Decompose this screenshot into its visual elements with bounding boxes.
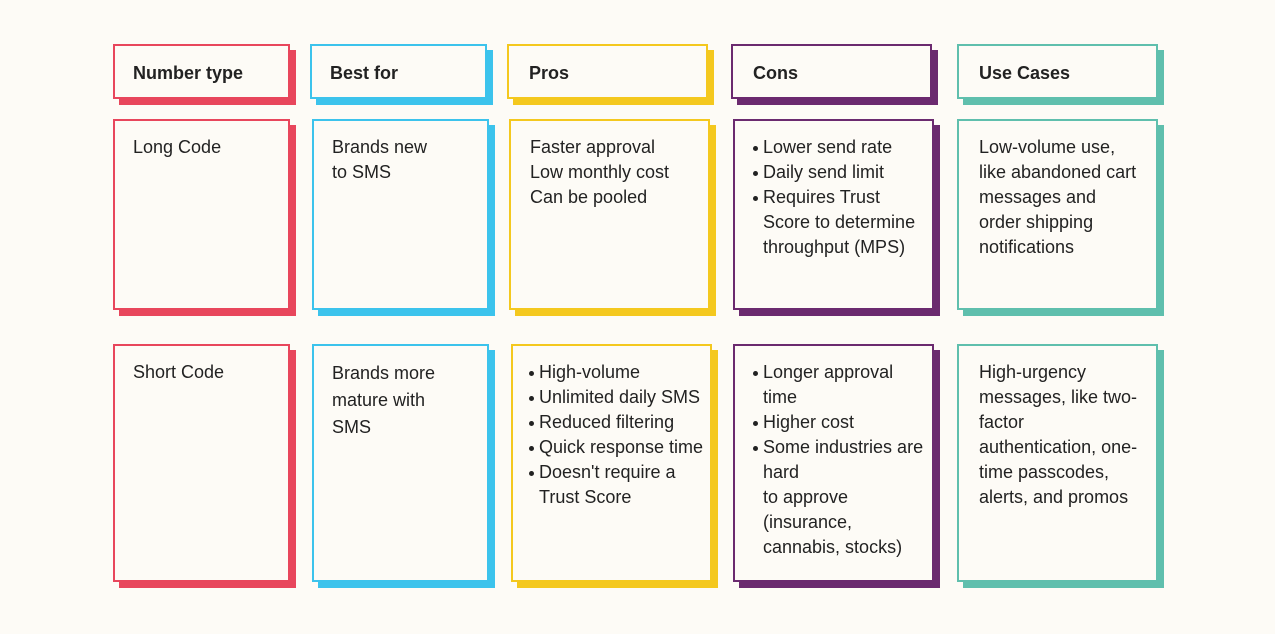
- list-item: Reduced filtering: [529, 410, 704, 435]
- list-item: Requires Trust Score to determine throug…: [753, 185, 926, 260]
- row1-number-type-cell: Long Code: [113, 119, 290, 310]
- list-item: High-volume: [529, 360, 704, 385]
- row1-use-cases: Low-volume use, like abandoned cart mess…: [979, 137, 1137, 257]
- list-item: Longer approval time: [753, 360, 926, 410]
- header-best-for: Best for: [310, 44, 487, 99]
- row1-use-cases-cell: Low-volume use, like abandoned cart mess…: [957, 119, 1158, 310]
- list-item: Higher cost: [753, 410, 926, 435]
- row2-best-for: Brands more mature with SMS: [332, 363, 436, 437]
- row2-pros-cell: High-volume Unlimited daily SMS Reduced …: [511, 344, 712, 582]
- header-number-type: Number type: [113, 44, 290, 99]
- list-item: Unlimited daily SMS: [529, 385, 704, 410]
- header-cons-label: Cons: [753, 63, 798, 83]
- header-pros-label: Pros: [529, 63, 570, 83]
- row2-pros-list: High-volume Unlimited daily SMS Reduced …: [529, 360, 704, 510]
- row1-number-type: Long Code: [133, 137, 222, 157]
- row1-best-for: Brands new to SMS: [332, 137, 428, 182]
- list-item: Doesn't require a Trust Score: [529, 460, 704, 510]
- list-item: Quick response time: [529, 435, 704, 460]
- row2-number-type-cell: Short Code: [113, 344, 290, 582]
- row2-use-cases-cell: High-urgency messages, like two-factor a…: [957, 344, 1158, 582]
- header-pros: Pros: [507, 44, 708, 99]
- header-cons: Cons: [731, 44, 932, 99]
- row2-cons-cell: Longer approval time Higher cost Some in…: [733, 344, 934, 582]
- row2-number-type: Short Code: [133, 362, 225, 382]
- list-item: Daily send limit: [753, 160, 926, 185]
- list-item: Lower send rate: [753, 135, 926, 160]
- row2-cons-list: Longer approval time Higher cost Some in…: [753, 360, 926, 560]
- header-use-cases-label: Use Cases: [979, 63, 1071, 83]
- header-number-type-label: Number type: [133, 63, 244, 83]
- header-best-for-label: Best for: [330, 63, 399, 83]
- row1-pros: Faster approval Low monthly cost Can be …: [530, 137, 670, 207]
- row2-use-cases: High-urgency messages, like two-factor a…: [979, 362, 1138, 507]
- list-item: Some industries are hard to approve (ins…: [753, 435, 926, 560]
- row2-best-for-cell: Brands more mature with SMS: [312, 344, 489, 582]
- header-use-cases: Use Cases: [957, 44, 1158, 99]
- row1-cons-list: Lower send rate Daily send limit Require…: [753, 135, 926, 260]
- row1-pros-cell: Faster approval Low monthly cost Can be …: [509, 119, 710, 310]
- row1-best-for-cell: Brands new to SMS: [312, 119, 489, 310]
- row1-cons-cell: Lower send rate Daily send limit Require…: [733, 119, 934, 310]
